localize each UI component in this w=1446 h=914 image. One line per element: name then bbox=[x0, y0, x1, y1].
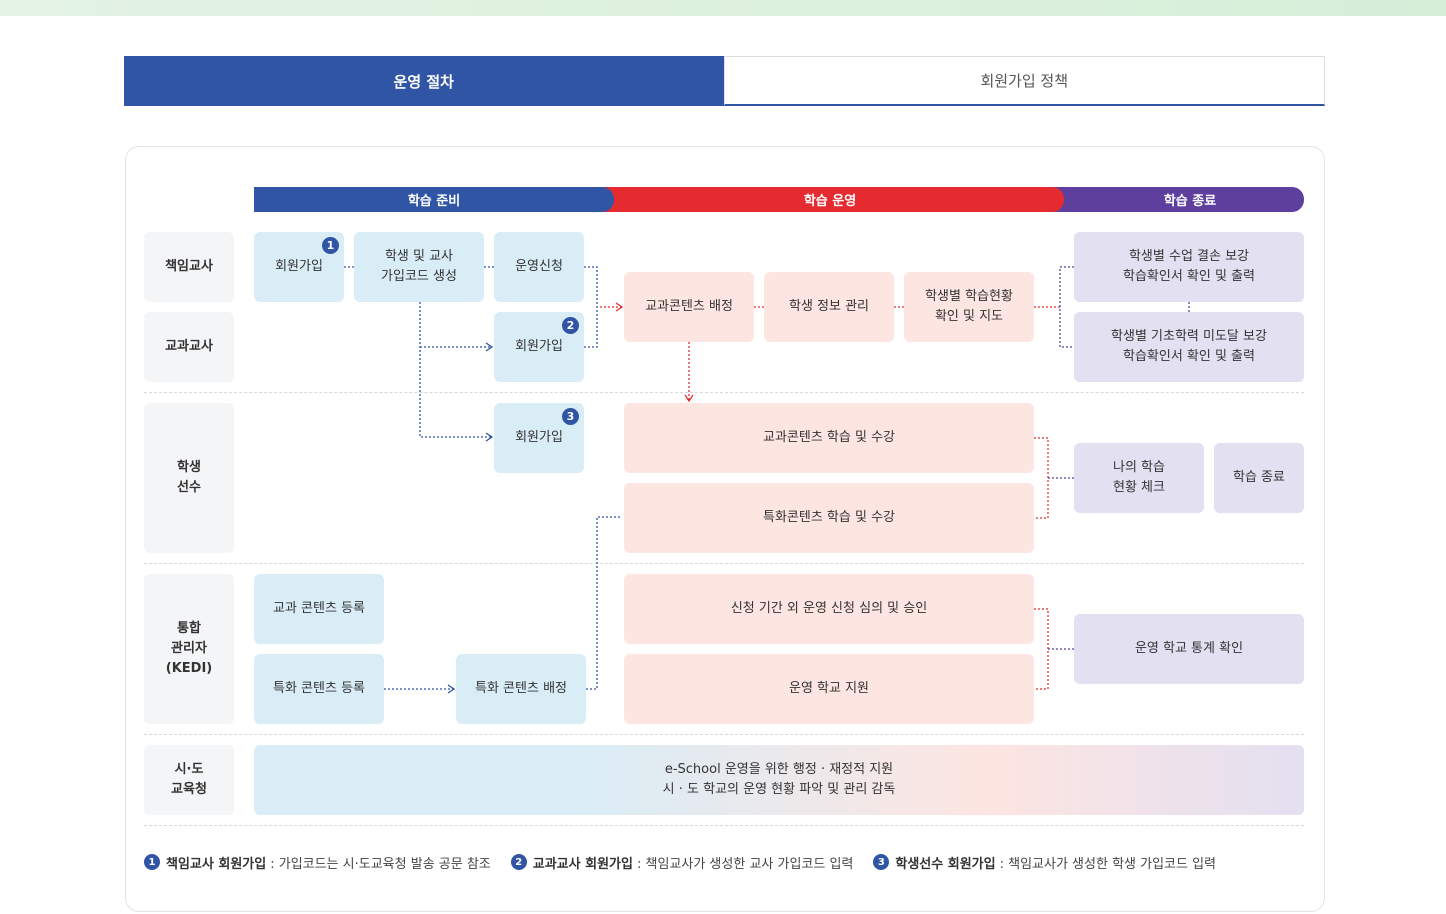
box-office-support: e-School 운영을 위한 행정 · 재정적 지원 시 · 도 학교의 운영… bbox=[254, 745, 1304, 815]
legend-title: 책임교사 회원가입 bbox=[166, 856, 267, 872]
row-divider bbox=[144, 734, 1304, 735]
legend-item-3: 3 학생선수 회원가입 : 책임교사가 생성한 학생 가입코드 입력 bbox=[873, 853, 1216, 872]
box-progress-guidance: 학생별 학습현황 확인 및 지도 bbox=[904, 272, 1034, 342]
phase-preparation: 학습 준비 bbox=[254, 187, 614, 212]
box-subject-learning: 교과콘텐츠 학습 및 수강 bbox=[624, 403, 1034, 473]
legend-desc: : 가입코드는 시·도교육청 발송 공문 참조 bbox=[270, 856, 491, 872]
role-student-athlete: 학생 선수 bbox=[144, 403, 234, 553]
legend-badge-1: 1 bbox=[144, 854, 160, 870]
legend: 1 책임교사 회원가입 : 가입코드는 시·도교육청 발송 공문 참조 2 교과… bbox=[144, 852, 1314, 872]
box-absence-certificate: 학생별 수업 결손 보강 학습확인서 확인 및 출력 bbox=[1074, 232, 1304, 302]
box-my-progress: 나의 학습 현황 체크 bbox=[1074, 443, 1204, 513]
box-learning-end: 학습 종료 bbox=[1214, 443, 1304, 513]
legend-item-2: 2 교과교사 회원가입 : 책임교사가 생성한 교사 가입코드 입력 bbox=[510, 853, 854, 872]
box-basic-certificate: 학생별 기초학력 미도달 보강 학습확인서 확인 및 출력 bbox=[1074, 312, 1304, 382]
legend-desc: : 책임교사가 생성한 교사 가입코드 입력 bbox=[636, 856, 854, 872]
row-divider bbox=[144, 392, 1304, 393]
badge-1: 1 bbox=[322, 237, 339, 254]
role-subject-teacher: 교과교사 bbox=[144, 312, 234, 382]
box-special-content-register: 특화 콘텐츠 등록 bbox=[254, 654, 384, 724]
box-subject-content-register: 교과 콘텐츠 등록 bbox=[254, 574, 384, 644]
legend-title: 교과교사 회원가입 bbox=[532, 856, 633, 872]
box-school-support: 운영 학교 지원 bbox=[624, 654, 1034, 724]
tab-operation-procedure[interactable]: 운영 절차 bbox=[124, 56, 724, 106]
row-divider bbox=[144, 563, 1304, 564]
legend-item-1: 1 책임교사 회원가입 : 가입코드는 시·도교육청 발송 공문 참조 bbox=[144, 853, 491, 872]
box-code-generation: 학생 및 교사 가입코드 생성 bbox=[354, 232, 484, 302]
badge-2: 2 bbox=[562, 317, 579, 334]
box-special-content-assign: 특화 콘텐츠 배정 bbox=[456, 654, 586, 724]
phase-completion: 학습 종료 bbox=[1046, 187, 1304, 212]
legend-badge-2: 2 bbox=[510, 854, 527, 870]
legend-title: 학생선수 회원가입 bbox=[895, 856, 996, 872]
badge-3: 3 bbox=[562, 408, 579, 425]
box-review-approve: 신청 기간 외 운영 신청 심의 및 승인 bbox=[624, 574, 1034, 644]
top-band bbox=[0, 0, 1446, 16]
box-school-statistics: 운영 학교 통계 확인 bbox=[1074, 614, 1304, 684]
legend-badge-3: 3 bbox=[873, 854, 890, 870]
tab-bar: 운영 절차 회원가입 정책 bbox=[124, 56, 1325, 106]
role-admin-kedi: 통합 관리자 (KEDI) bbox=[144, 574, 234, 724]
legend-desc: : 책임교사가 생성한 학생 가입코드 입력 bbox=[999, 856, 1217, 872]
box-content-assign: 교과콘텐츠 배정 bbox=[624, 272, 754, 342]
box-student-info: 학생 정보 관리 bbox=[764, 272, 894, 342]
phase-operation: 학습 운영 bbox=[596, 187, 1064, 212]
role-head-teacher: 책임교사 bbox=[144, 232, 234, 302]
box-operation-apply: 운영신청 bbox=[494, 232, 584, 302]
box-special-learning: 특화콘텐츠 학습 및 수강 bbox=[624, 483, 1034, 553]
tab-signup-policy[interactable]: 회원가입 정책 bbox=[723, 56, 1325, 106]
row-divider bbox=[144, 825, 1304, 826]
role-education-office: 시·도 교육청 bbox=[144, 745, 234, 815]
